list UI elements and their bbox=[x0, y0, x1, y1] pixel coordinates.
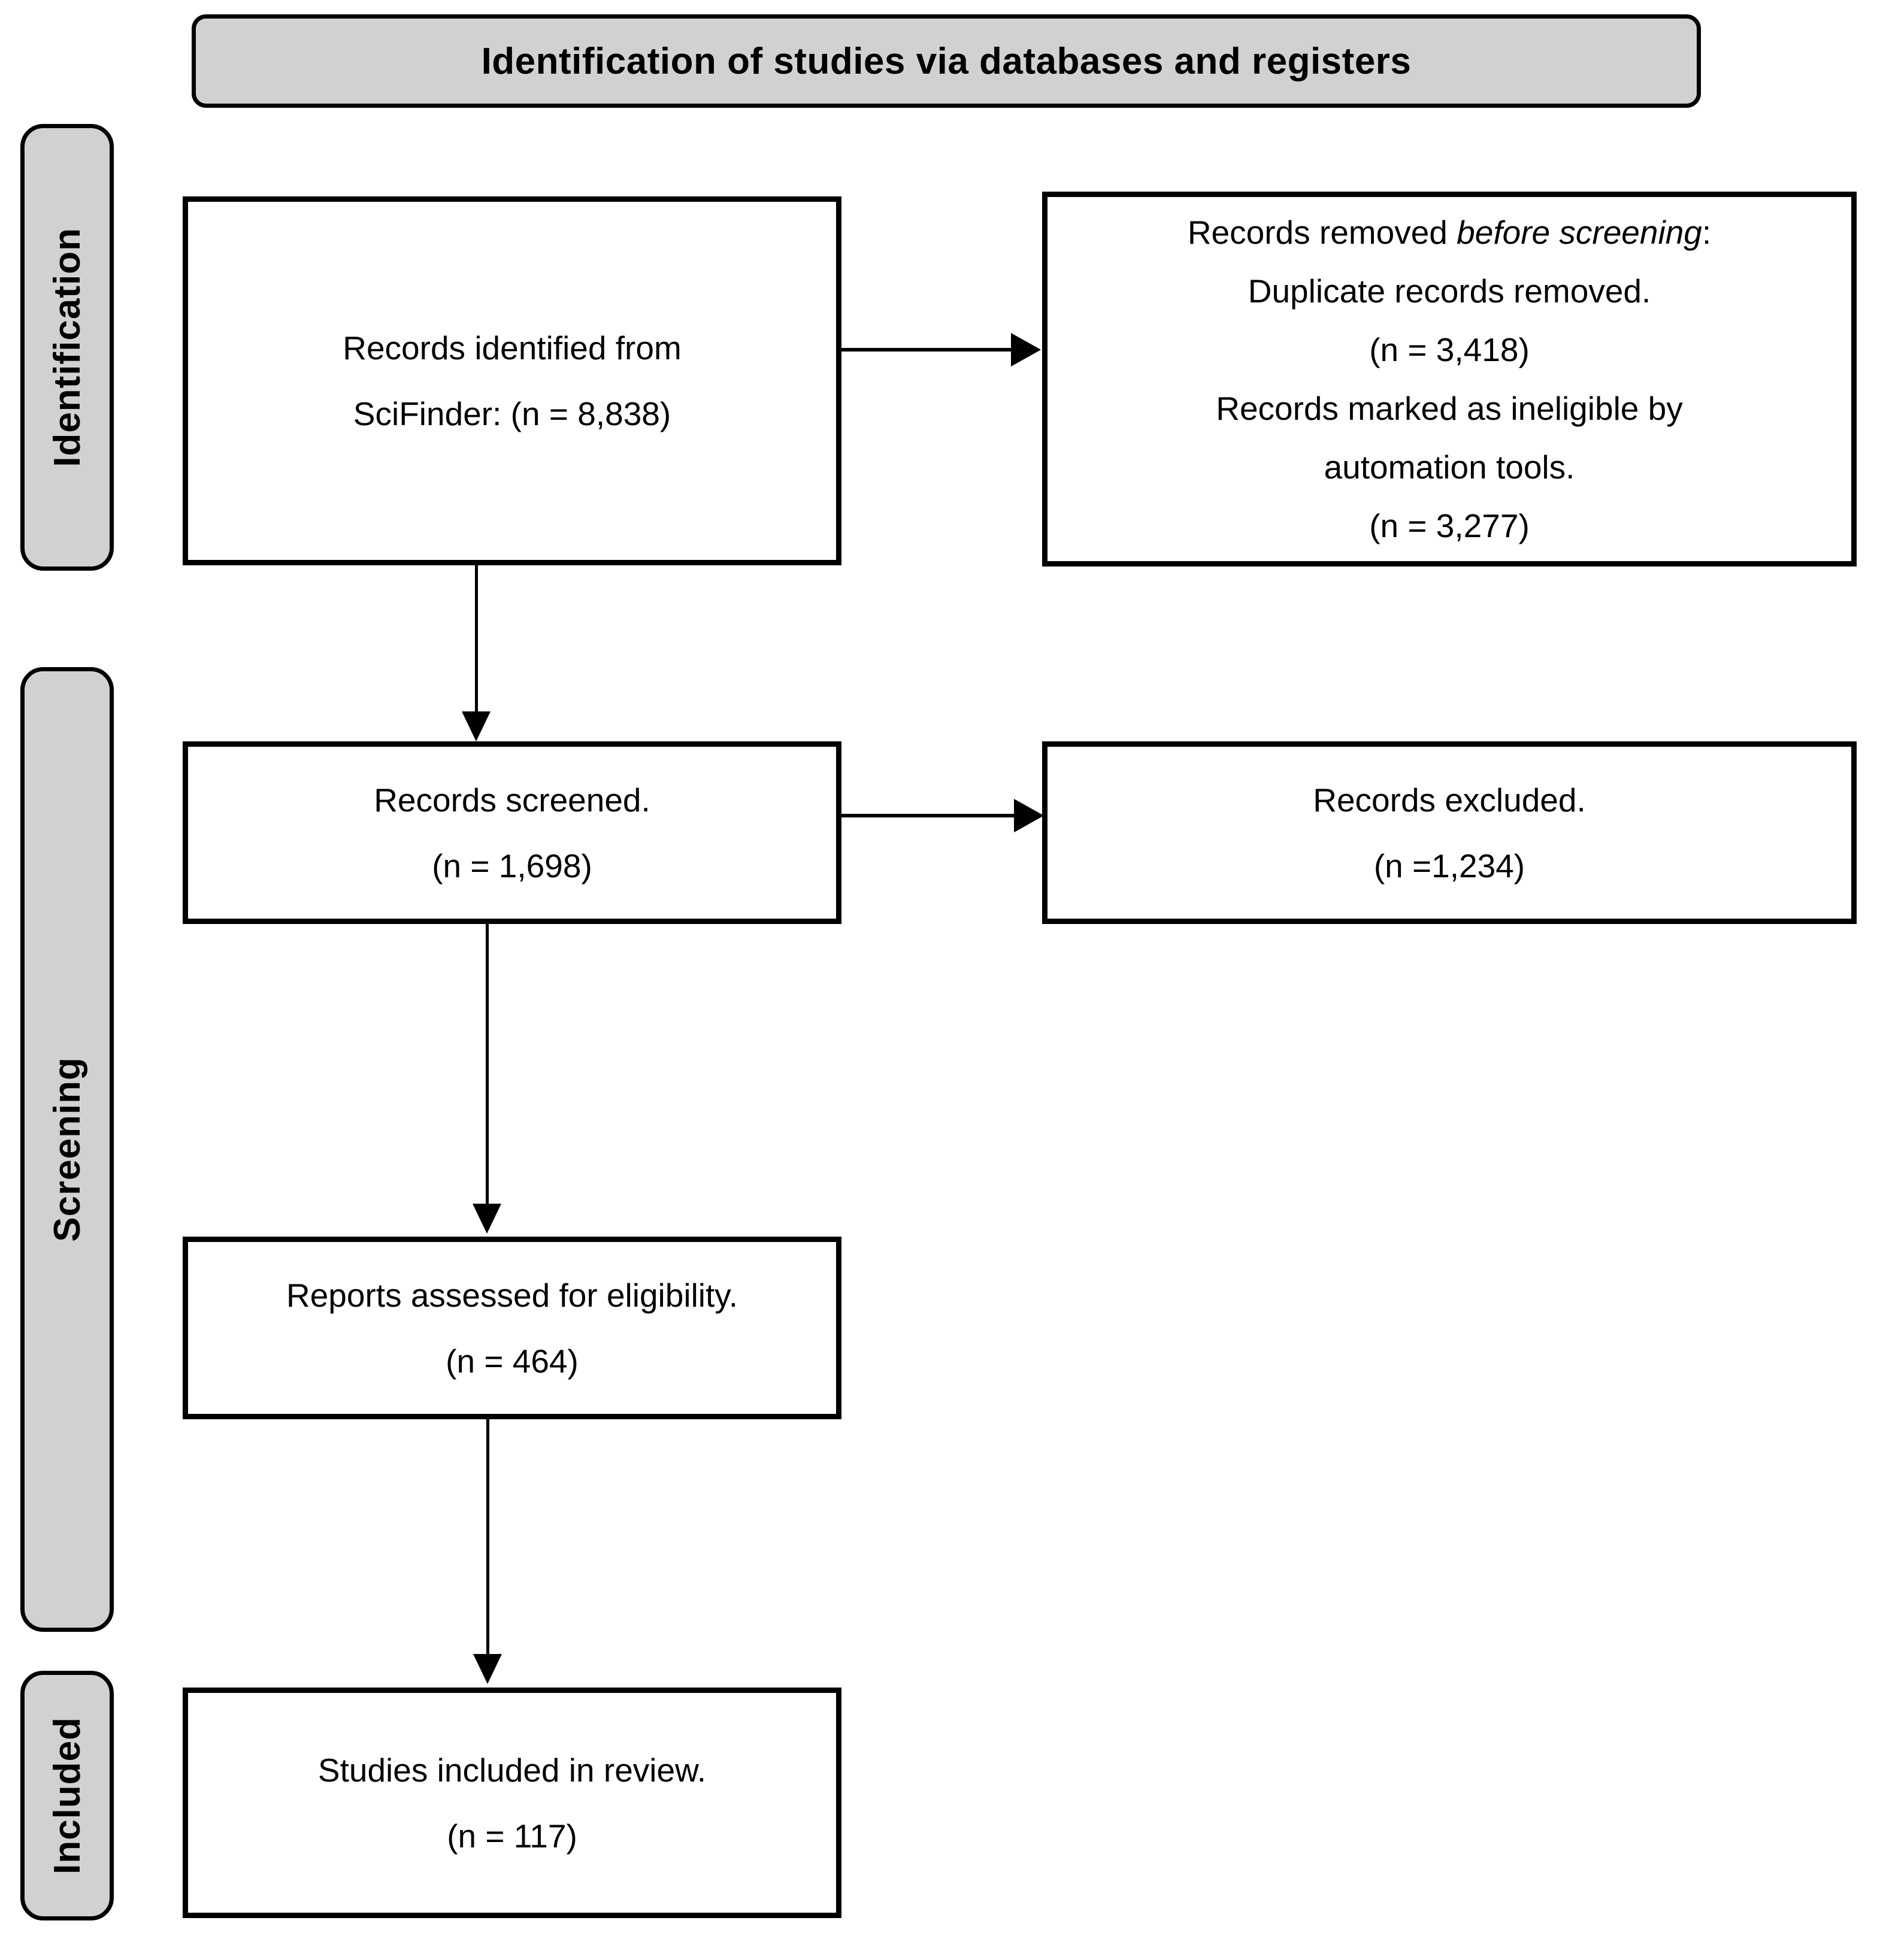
studies-included-line2: (n = 117) bbox=[447, 1817, 577, 1855]
studies-included-line1: Studies included in review. bbox=[317, 1751, 707, 1789]
diagram-title-bar: Identification of studies via databases … bbox=[192, 14, 1701, 108]
arrow-identified-to-screened-line bbox=[475, 565, 478, 714]
box-records-excluded: Records excluded. (n =1,234) bbox=[1042, 741, 1857, 924]
arrow-screened-to-excluded-line bbox=[838, 814, 1015, 817]
records-removed-line1-suffix: : bbox=[1702, 214, 1712, 251]
stage-label-included: Included bbox=[20, 1671, 114, 1920]
records-removed-line3: (n = 3,418) bbox=[1369, 331, 1530, 368]
records-identified-line2: SciFinder: (n = 8,838) bbox=[353, 395, 671, 432]
box-records-identified: Records identified from SciFinder: (n = … bbox=[183, 196, 841, 565]
box-reports-assessed: Reports assessed for eligibility. (n = 4… bbox=[183, 1237, 841, 1419]
reports-assessed-line1: Reports assessed for eligibility. bbox=[286, 1276, 738, 1314]
records-excluded-line2: (n =1,234) bbox=[1373, 847, 1525, 884]
box-records-removed-before-screening: Records removed before screening: Duplic… bbox=[1042, 192, 1857, 567]
arrow-assessed-to-included-line bbox=[486, 1419, 489, 1655]
stage-label-screening-text: Screening bbox=[46, 1057, 88, 1242]
arrow-screened-to-assessed-head-icon bbox=[473, 1204, 501, 1234]
stage-label-included-text: Included bbox=[46, 1717, 88, 1874]
arrow-identified-to-removed-line bbox=[841, 348, 1012, 352]
diagram-title: Identification of studies via databases … bbox=[481, 40, 1412, 82]
stage-label-identification-text: Identification bbox=[46, 228, 88, 467]
records-removed-line1-prefix: Records removed bbox=[1187, 214, 1457, 251]
records-identified-line1: Records identified from bbox=[343, 329, 682, 366]
records-screened-line1: Records screened. bbox=[374, 781, 650, 819]
records-removed-line4: Records marked as ineligible by bbox=[1216, 390, 1683, 427]
arrow-identified-to-removed-head-icon bbox=[1011, 333, 1041, 366]
box-studies-included: Studies included in review. (n = 117) bbox=[183, 1688, 841, 1918]
records-removed-line1: Records removed before screening: bbox=[1188, 203, 1711, 262]
records-screened-line2: (n = 1,698) bbox=[432, 847, 592, 884]
records-excluded-line1: Records excluded. bbox=[1313, 781, 1586, 819]
arrow-screened-to-excluded-head-icon bbox=[1014, 799, 1044, 832]
stage-label-identification: Identification bbox=[20, 124, 114, 571]
stage-label-screening: Screening bbox=[20, 667, 114, 1632]
arrow-identified-to-screened-head-icon bbox=[462, 711, 491, 741]
records-removed-line2: Duplicate records removed. bbox=[1248, 272, 1651, 310]
records-removed-line6: (n = 3,277) bbox=[1369, 507, 1530, 544]
arrow-assessed-to-included-head-icon bbox=[473, 1654, 502, 1684]
records-removed-line1-italic: before screening bbox=[1457, 214, 1702, 251]
reports-assessed-line2: (n = 464) bbox=[446, 1342, 579, 1380]
records-removed-line5: automation tools. bbox=[1324, 449, 1575, 486]
box-records-screened: Records screened. (n = 1,698) bbox=[183, 741, 841, 924]
arrow-screened-to-assessed-line bbox=[486, 924, 489, 1205]
